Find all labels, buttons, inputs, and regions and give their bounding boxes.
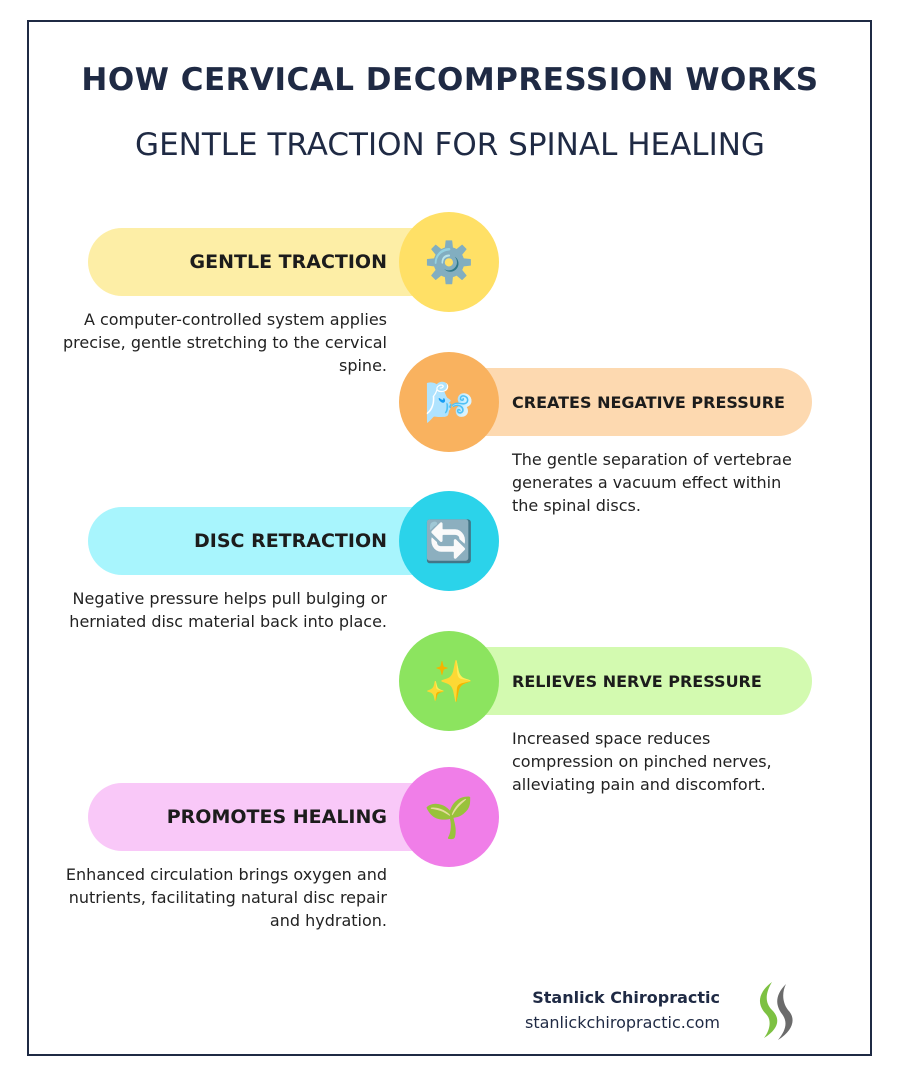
step-label: DISC RETRACTION: [193, 530, 387, 552]
step-label: CREATES NEGATIVE PRESSURE: [512, 392, 785, 412]
step-description: The gentle separation of vertebrae gener…: [512, 450, 792, 515]
brand-logo-icon: [759, 982, 793, 1040]
page-title: HOW CERVICAL DECOMPRESSION WORKS: [81, 62, 819, 98]
step-label: GENTLE TRACTION: [189, 251, 387, 273]
page-subtitle: GENTLE TRACTION FOR SPINAL HEALING: [135, 127, 765, 163]
step-pill: PROMOTES HEALING: [88, 783, 450, 851]
step-description: Increased space reduces compression on p…: [512, 729, 772, 794]
step-label: PROMOTES HEALING: [166, 806, 387, 828]
brand-name: Stanlick Chiropractic: [532, 988, 720, 1007]
step-description: Enhanced circulation brings oxygen and n…: [65, 865, 387, 930]
sparkles-icon: ✨: [399, 631, 499, 731]
refresh-arrows-icon: 🔄: [399, 491, 499, 591]
frame-border: [27, 20, 872, 1056]
step-description: Negative pressure helps pull bulging or …: [69, 589, 387, 631]
step-description: A computer-controlled system applies pre…: [63, 310, 387, 375]
step-label: RELIEVES NERVE PRESSURE: [512, 671, 762, 691]
gear-icon: ⚙️: [399, 212, 499, 312]
step-pill: DISC RETRACTION: [88, 507, 450, 575]
seedling-icon: 🌱: [399, 767, 499, 867]
brand-block: Stanlick Chiropractic stanlickchiropract…: [525, 988, 720, 1032]
blowing-face-icon: 🌬️: [399, 352, 499, 452]
brand-url[interactable]: stanlickchiropractic.com: [524, 1013, 720, 1032]
step-pill: GENTLE TRACTION: [88, 228, 450, 296]
